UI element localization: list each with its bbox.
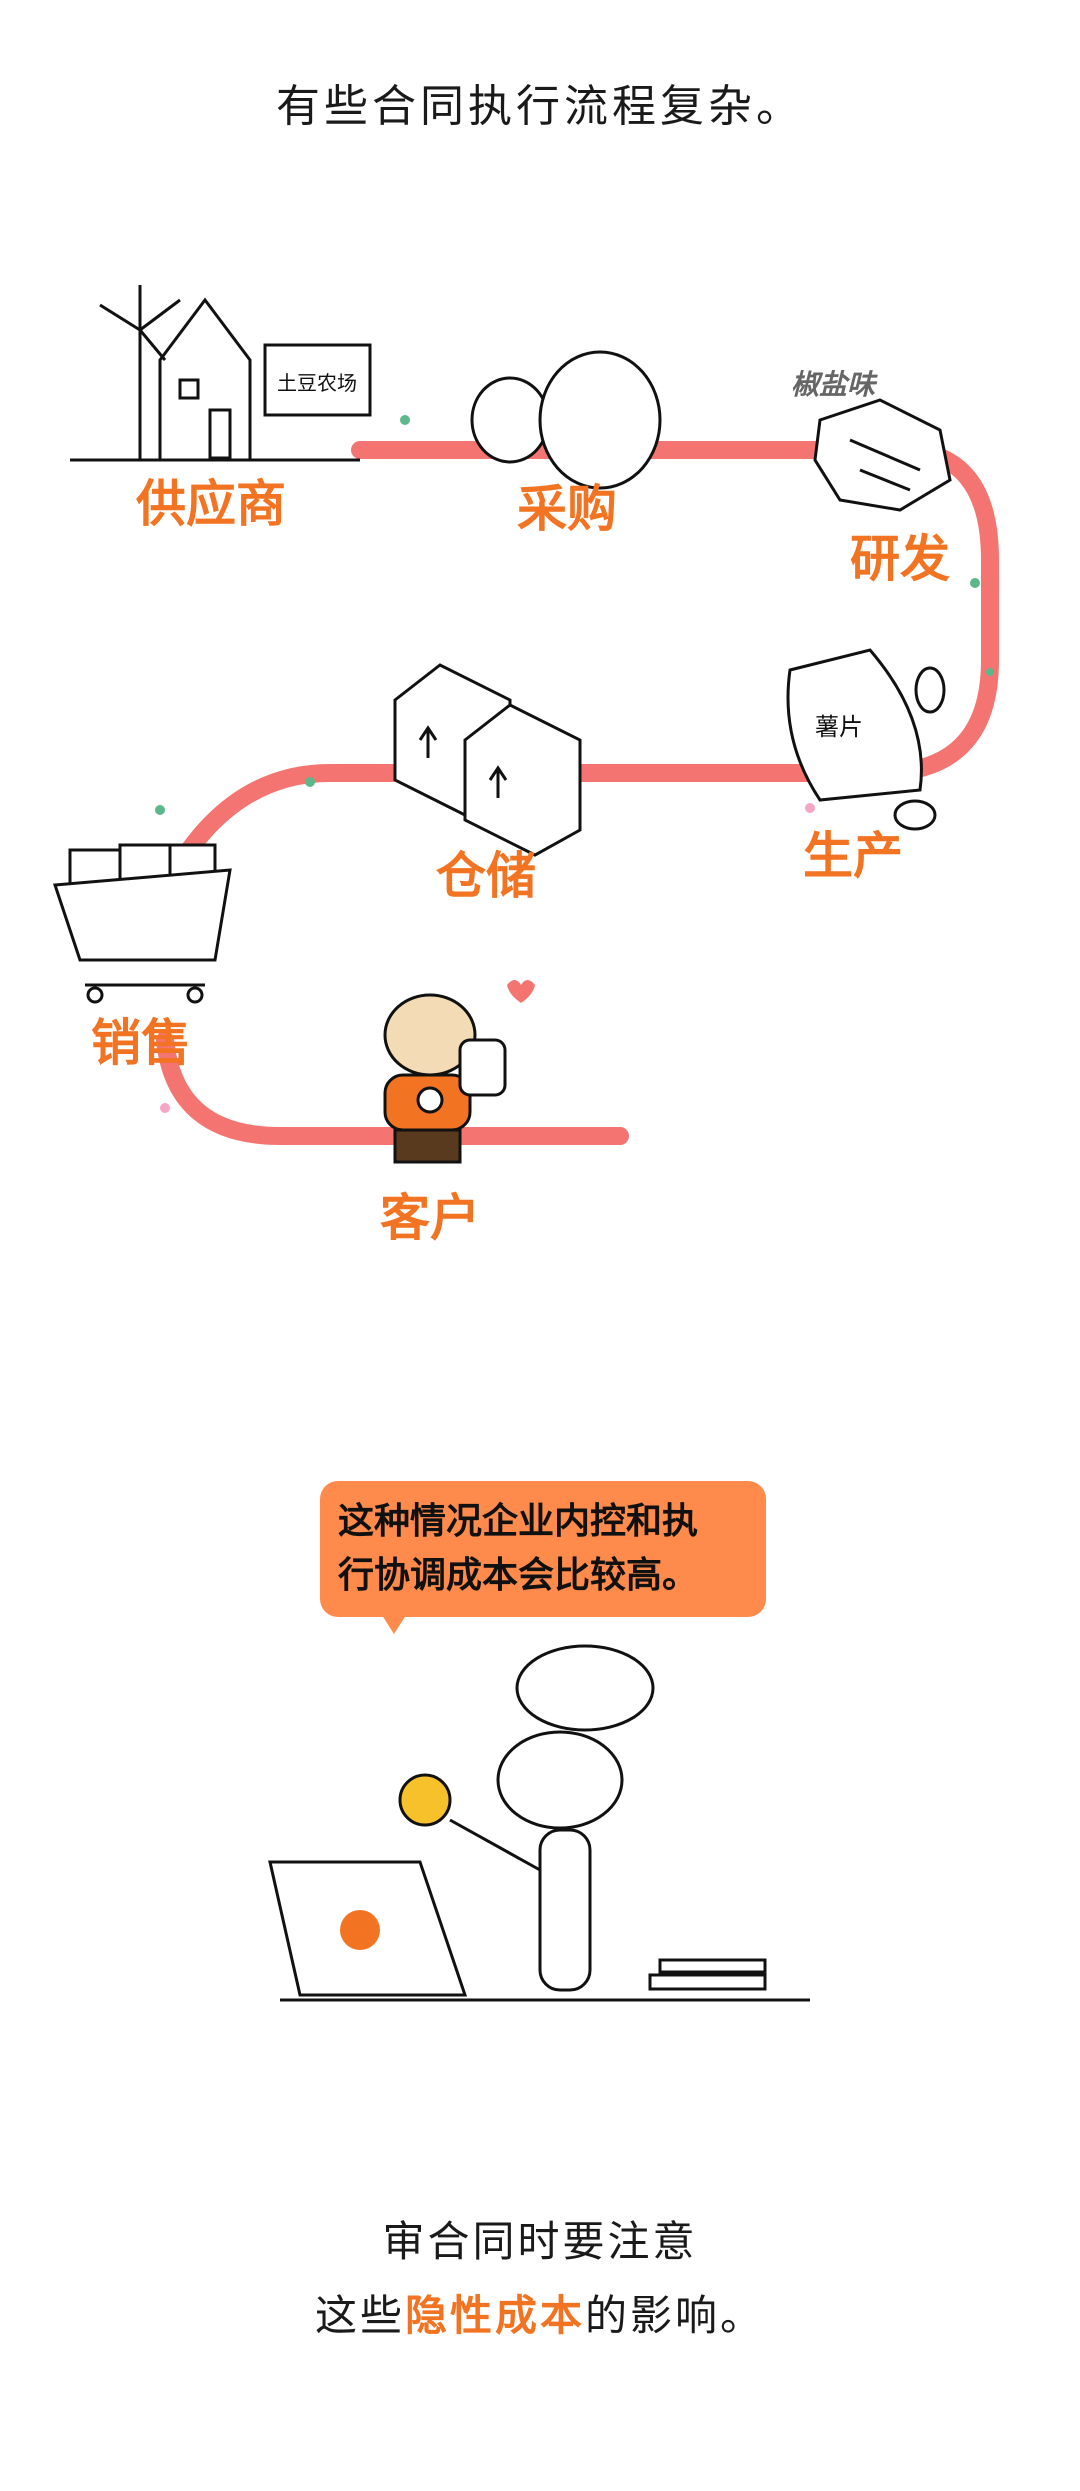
- character-laptop-illustration: [268, 1644, 810, 2002]
- shopping-cart-illustration: [52, 843, 232, 1004]
- chips-illustration: [813, 398, 952, 512]
- chip-bag-illustration: 薯片: [786, 648, 946, 831]
- bubble-line-1: 这种情况企业内控和执: [338, 1501, 699, 1542]
- decorative-dots: [155, 415, 994, 1113]
- footer-line-2: 这些隐性成本的影响。: [0, 2282, 1080, 2343]
- step-rnd: 研发: [850, 530, 950, 588]
- step-sales: 销售: [91, 1014, 191, 1072]
- footer-highlight: 隐性成本: [404, 2291, 585, 2340]
- footer-pre: 这些: [314, 2291, 405, 2340]
- step-production: 生产: [803, 827, 903, 885]
- step-customer: 客户: [380, 1189, 480, 1247]
- potatoes-illustration: [470, 350, 662, 490]
- boxes-illustration: [393, 663, 582, 857]
- bubble-line-2: 行协调成本会比较高。: [338, 1555, 699, 1596]
- mascot-illustration: [383, 980, 535, 1164]
- flavor-label: 椒盐味: [790, 368, 876, 401]
- step-supplier: 供应商: [136, 475, 286, 533]
- farm-illustration: 土豆农场: [70, 285, 372, 462]
- footer-line-1: 审合同时要注意: [382, 2217, 698, 2266]
- speech-bubble-tail: [380, 1612, 408, 1634]
- step-procurement: 采购: [517, 480, 617, 538]
- step-warehousing: 仓储: [436, 847, 536, 905]
- footer-post: 的影响。: [585, 2291, 766, 2340]
- speech-bubble: 这种情况企业内控和执 行协调成本会比较高。: [320, 1481, 766, 1617]
- flow-path: [156, 441, 999, 1145]
- chip-bag-text: 薯片: [815, 713, 863, 741]
- farm-sign-text: 土豆农场: [277, 371, 357, 395]
- page-title: 有些合同执行流程复杂。: [276, 81, 804, 132]
